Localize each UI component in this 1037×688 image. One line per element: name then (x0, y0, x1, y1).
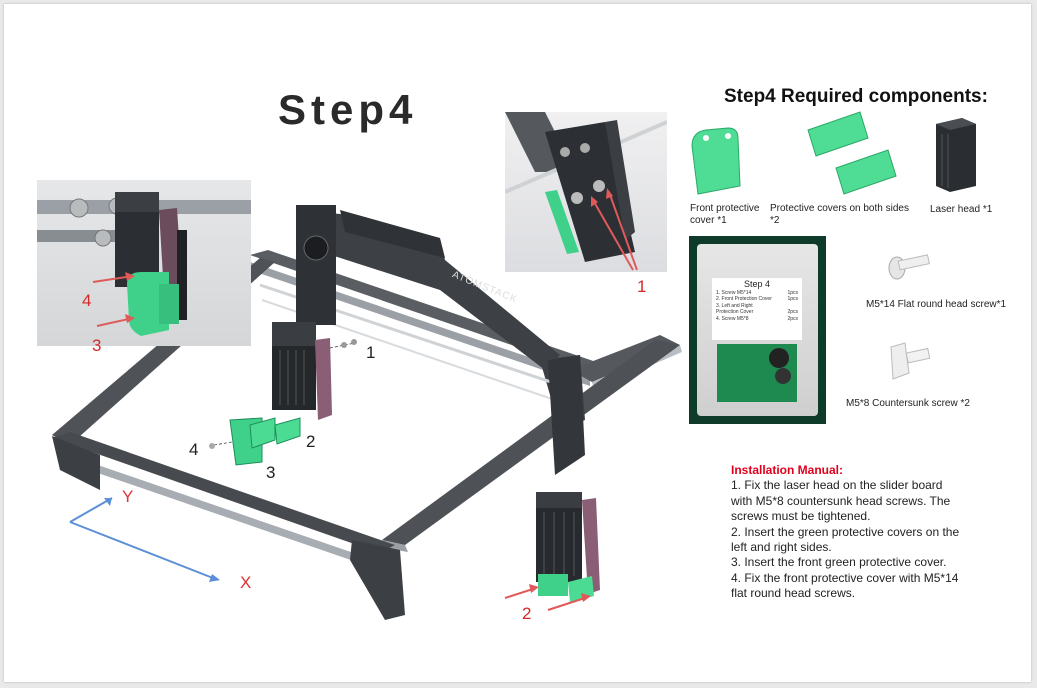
required-components-title: Step4 Required components: (724, 86, 988, 107)
bag-item-qty: 1pcs (787, 296, 798, 302)
callout-main-1: 1 (366, 343, 376, 362)
axis-x-label: X (240, 573, 252, 592)
side-covers-part (807, 111, 897, 195)
manual-line: 3. Insert the front green protective cov… (731, 555, 947, 570)
m5x8-caption: M5*8 Countersunk screw *2 (846, 398, 970, 409)
manual-line: screws must be tightened. (731, 509, 871, 524)
step-title: Step4 (278, 86, 418, 133)
callout-inset-top-1: 1 (637, 277, 647, 296)
callout-inset-left-3: 3 (92, 336, 102, 355)
m5x14-caption: M5*14 Flat round head screw*1 (866, 299, 1007, 310)
installation-manual: Installation Manual: 1. Fix the laser he… (731, 463, 1011, 602)
bag-item-name: 2. Front Protection Cover (716, 296, 772, 302)
manual-line: with M5*8 countersunk head screws. The (731, 493, 951, 508)
axis-y-label: Y (122, 487, 134, 506)
bag-item-name: 1. Screw M5*14 (716, 289, 752, 296)
inset-side-covers-detail (530, 490, 604, 608)
bag-item-name: Protection Cover (716, 309, 754, 315)
bag-label-card: Step 4 1. Screw M5*14 1pcs 2. Front Prote… (712, 278, 802, 340)
m5x8-screw-icon (890, 342, 931, 380)
manual-line: 2. Insert the green protective covers on… (731, 524, 960, 539)
callout-main-4: 4 (189, 440, 199, 459)
inset-front-cover-detail (37, 180, 251, 346)
callout-inset-bottom-2: 2 (522, 604, 532, 623)
manual-line: 1. Fix the laser head on the slider boar… (731, 478, 943, 493)
bag-item-qty: 2pcs (787, 309, 798, 315)
manual-line: left and right sides. (731, 540, 832, 555)
laser-head-caption: Laser head *1 (930, 204, 993, 215)
front-cover-caption: Front protective cover *1 (690, 203, 760, 226)
bag-item-qty: 1pcs (787, 289, 798, 296)
bag-card-title: Step 4 (743, 279, 771, 289)
callout-inset-left-4: 4 (82, 291, 92, 310)
bag-item-name: 4. Screw M5*8 (716, 315, 749, 322)
side-covers-caption: Protective covers on both sides *2 (770, 203, 909, 226)
bag-item-name: 3. Left and Right (716, 302, 753, 309)
inset-slider-screws-detail (505, 112, 667, 272)
manual-line: flat round head screws. (731, 586, 856, 601)
manual-line: 4. Fix the front protective cover with M… (731, 570, 959, 585)
callout-main-3: 3 (266, 463, 276, 482)
bag-item-qty: 2pcs (787, 315, 798, 322)
callout-main-2: 2 (306, 432, 316, 451)
laser-head-part (936, 118, 976, 192)
front-cover-part (691, 127, 741, 195)
m5x14-screw-icon (888, 254, 930, 280)
manual-heading: Installation Manual: (731, 463, 844, 477)
